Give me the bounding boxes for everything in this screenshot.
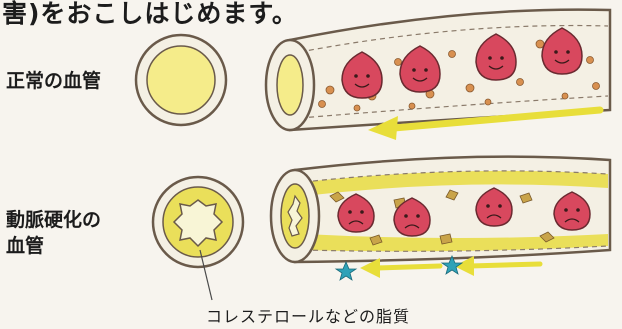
- star-icon: [336, 262, 356, 280]
- atherosclerotic-vessel-cross-section: [153, 177, 243, 267]
- normal-vessel-cross-section: [136, 35, 226, 125]
